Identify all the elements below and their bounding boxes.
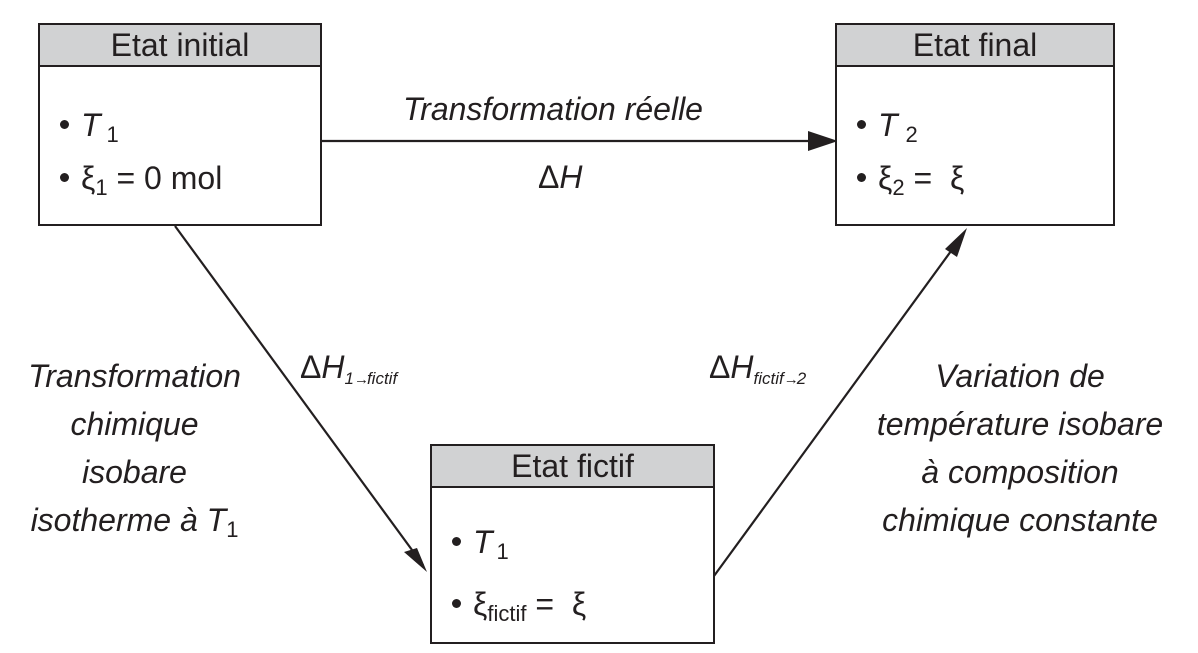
line4-prefix: isotherme à bbox=[30, 502, 207, 538]
advancement-symbol: ξ bbox=[878, 160, 893, 196]
final-advancement: ξ2 = ξ bbox=[857, 160, 965, 199]
initial-state-title: Etat initial bbox=[40, 25, 320, 67]
path-1-to-fictif-description: Transformation chimique isobare isotherm… bbox=[2, 352, 267, 544]
temperature-symbol: T bbox=[81, 107, 101, 143]
delta-symbol: Δ bbox=[709, 349, 731, 385]
initial-to-fictif-arrowhead bbox=[404, 548, 427, 572]
initial-to-fictif-arrow bbox=[174, 225, 424, 566]
description-line-3: à composition bbox=[921, 454, 1119, 490]
bullet-icon bbox=[452, 599, 461, 609]
enthalpy-fictif-to-2-label: ΔHfictif→2 bbox=[709, 348, 806, 388]
line4-index: 1 bbox=[226, 517, 239, 542]
enthalpy-index: 1→fictif bbox=[344, 369, 397, 388]
bullet-icon bbox=[452, 537, 461, 547]
advancement-index: 2 bbox=[892, 175, 905, 200]
real-transformation-arrowhead bbox=[808, 131, 838, 151]
fictif-to-final-arrow bbox=[713, 235, 963, 577]
advancement-value: ξ bbox=[949, 160, 965, 196]
description-line-1: Variation de bbox=[935, 358, 1105, 394]
fictif-to-final-arrowhead bbox=[945, 228, 967, 257]
advancement-symbol: ξ bbox=[473, 586, 488, 622]
temperature-symbol: T bbox=[878, 107, 898, 143]
bullet-icon bbox=[857, 173, 866, 183]
real-enthalpy-label: ΔH bbox=[538, 158, 582, 196]
index-from: 1 bbox=[344, 369, 354, 388]
advancement-symbol: ξ bbox=[81, 160, 96, 196]
final-state-title: Etat final bbox=[837, 25, 1113, 67]
initial-advancement: ξ1 = 0 mol bbox=[60, 160, 223, 199]
temperature-index: 1 bbox=[496, 539, 509, 564]
index-to: fictif bbox=[366, 369, 398, 388]
fictitious-advancement: ξfictif = ξ bbox=[452, 586, 587, 625]
description-line-4: chimique constante bbox=[882, 502, 1158, 538]
advancement-relation: = bbox=[913, 160, 933, 196]
advancement-relation: = bbox=[116, 160, 136, 196]
delta-symbol: Δ bbox=[300, 349, 322, 385]
index-arrow-icon: → bbox=[783, 371, 799, 388]
index-from: fictif bbox=[753, 369, 784, 388]
enthalpy-index: fictif→2 bbox=[753, 369, 806, 388]
temperature-symbol: T bbox=[473, 524, 493, 560]
enthalpy-symbol: H bbox=[730, 349, 754, 385]
description-line-4: isotherme à T1 bbox=[2, 496, 267, 544]
bullet-icon bbox=[857, 120, 866, 130]
advancement-value: ξ bbox=[571, 586, 587, 622]
path-fictif-to-2-description: Variation de température isobare à compo… bbox=[842, 352, 1198, 544]
description-line-1: Transformation bbox=[28, 358, 241, 394]
index-to: 2 bbox=[796, 369, 807, 388]
advancement-index: 1 bbox=[95, 175, 108, 200]
description-line-3: isobare bbox=[82, 454, 187, 490]
description-line-2: chimique bbox=[70, 406, 199, 442]
description-line-2: température isobare bbox=[876, 406, 1164, 442]
index-arrow-icon: → bbox=[353, 371, 369, 388]
temperature-index: 2 bbox=[905, 122, 918, 147]
bullet-icon bbox=[60, 173, 69, 183]
enthalpy-symbol: H bbox=[559, 159, 583, 195]
enthalpy-symbol: H bbox=[321, 349, 345, 385]
real-transformation-label: Transformation réelle bbox=[403, 91, 703, 127]
enthalpy-1-to-fictif-label: ΔH1→fictif bbox=[300, 348, 397, 388]
advancement-value: 0 mol bbox=[144, 160, 223, 196]
line4-symbol: T bbox=[206, 502, 227, 538]
delta-symbol: Δ bbox=[538, 159, 560, 195]
temperature-index: 1 bbox=[106, 122, 119, 147]
fictitious-state-title: Etat fictif bbox=[432, 446, 713, 488]
advancement-relation: = bbox=[535, 586, 555, 622]
advancement-index: fictif bbox=[487, 601, 527, 626]
bullet-icon bbox=[60, 120, 69, 130]
